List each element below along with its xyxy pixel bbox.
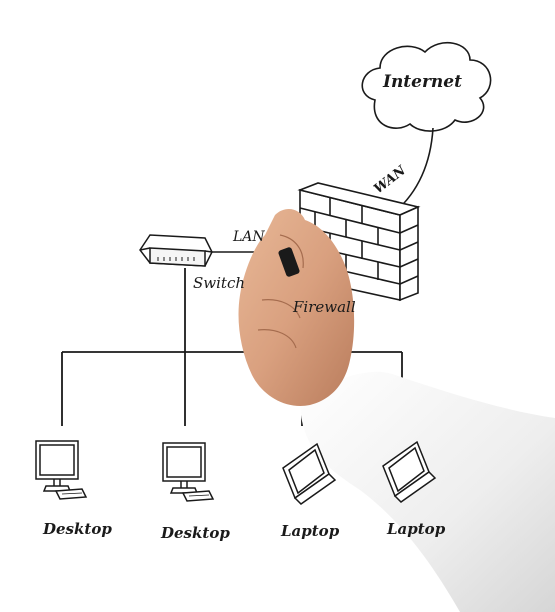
desktop-label: Desktop: [161, 524, 230, 542]
firewall-label: Firewall: [293, 298, 356, 316]
desktop-icon: [162, 442, 215, 502]
lan-label: LAN: [233, 229, 265, 245]
hand-with-marker: [238, 208, 555, 612]
laptop-label: Laptop: [387, 520, 446, 538]
desktop-label: Desktop: [43, 520, 112, 538]
laptop-icon: [282, 442, 337, 505]
switch-label: Switch: [193, 274, 246, 292]
desktop-icon: [35, 440, 88, 500]
internet-label: Internet: [383, 72, 462, 92]
laptop-label: Laptop: [281, 522, 340, 540]
laptop-icon: [382, 440, 437, 503]
switch-icon: [139, 234, 213, 267]
cloud-icon: [361, 42, 492, 132]
